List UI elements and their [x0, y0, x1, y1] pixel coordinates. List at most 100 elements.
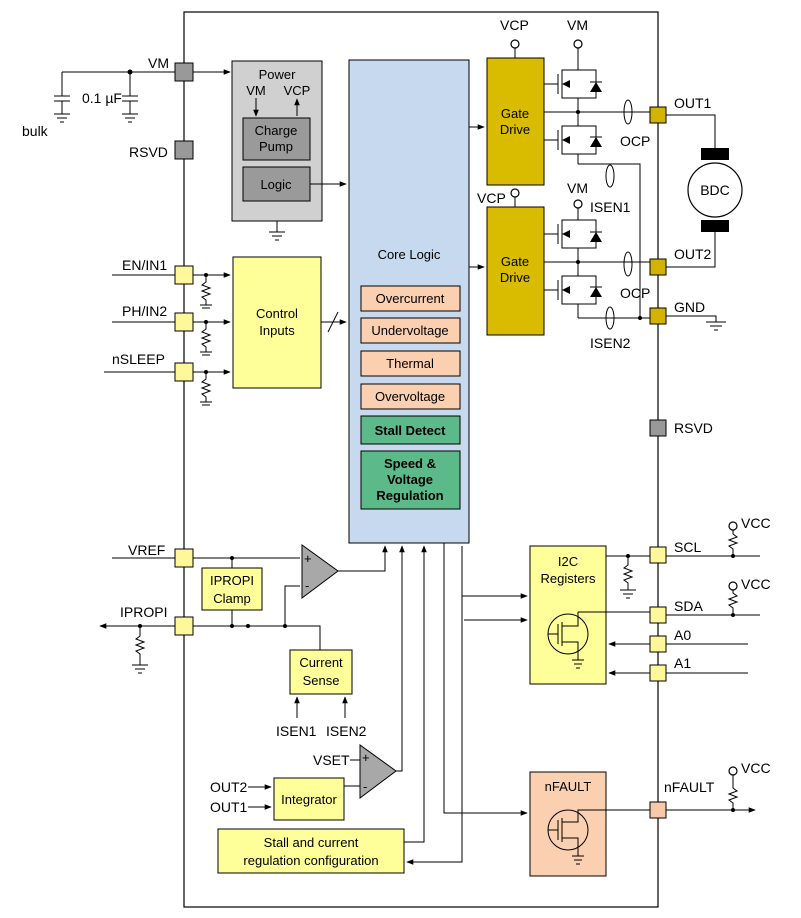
vcp-terminal-2	[510, 188, 520, 198]
nfault-block	[529, 771, 607, 877]
pin-scl	[649, 546, 667, 564]
pin-gnd-label: GND	[674, 299, 705, 315]
pin-scl-label: SCL	[674, 539, 701, 555]
vm-label-2: VM	[567, 180, 588, 196]
vm-terminal-2	[573, 199, 583, 209]
nfault-block-label: nFAULT	[545, 779, 592, 794]
isen2-sense	[605, 306, 615, 330]
ocp-sense-2	[623, 251, 633, 277]
gate-drive-1-block	[486, 57, 545, 186]
speed-line2: Voltage	[387, 472, 433, 487]
pin-rsvd-left	[174, 140, 194, 160]
charge-pump-line2: Pump	[259, 139, 293, 154]
pin-gnd	[649, 307, 667, 325]
nfault-fet	[547, 809, 650, 865]
speed-regulation-block	[360, 450, 461, 510]
pin-a1	[649, 664, 667, 682]
gate-drive-1-line2: Drive	[500, 122, 530, 137]
sda-vcc-label: VCC	[741, 576, 771, 592]
pin-en-in1	[174, 265, 194, 285]
pin-vref-label: VREF	[128, 542, 165, 558]
charge-pump-line1: Charge	[255, 123, 298, 138]
motor-label: BDC	[700, 182, 730, 198]
pin-sda	[649, 606, 667, 624]
logic-block	[242, 166, 311, 202]
pin-rsvd-right	[649, 419, 667, 437]
comp1-minus: -	[305, 578, 309, 593]
pin-vm	[174, 62, 194, 82]
logic-label: Logic	[260, 177, 292, 192]
overvoltage-label: Overvoltage	[375, 389, 445, 404]
pin-a0	[649, 635, 667, 653]
vcp-label-1: VCP	[500, 17, 529, 33]
speed-line3: Regulation	[376, 488, 443, 503]
vm-capacitors	[54, 69, 175, 123]
pin-nfault-label: nFAULT	[664, 779, 715, 795]
scl-pullup	[666, 521, 760, 558]
vm-label-1: VM	[567, 17, 588, 33]
pin-out2-label: OUT2	[674, 246, 712, 262]
cap-value-label: 0.1 µF	[82, 90, 122, 106]
pin-a1-label: A1	[674, 655, 691, 671]
sda-pullup	[666, 581, 760, 617]
vcp-label-2: VCP	[477, 190, 506, 206]
isen1-sense	[605, 164, 615, 188]
overvoltage-block	[360, 383, 461, 410]
bus-slash	[327, 311, 339, 333]
integrator-out2-label: OUT2	[210, 779, 248, 795]
overcurrent-label: Overcurrent	[376, 291, 445, 306]
comp2-plus: +	[362, 750, 370, 765]
isen2-sense-label: ISEN2	[590, 335, 631, 351]
pin-ipropi	[174, 616, 194, 636]
pin-a0-label: A0	[674, 627, 691, 643]
pin-ph-in2-label: PH/IN2	[122, 303, 167, 319]
control-inputs-line2: Inputs	[259, 323, 295, 338]
vcp-terminal-1	[510, 39, 520, 49]
pin-vref	[174, 548, 194, 568]
gate-drive-2-line2: Drive	[500, 270, 530, 285]
undervoltage-block	[360, 317, 461, 344]
pin-en-in1-label: EN/IN1	[122, 257, 167, 273]
pin-rsvd-right-label: RSVD	[674, 420, 713, 436]
cs-isen2-label: ISEN2	[326, 723, 367, 739]
i2c-registers-block	[529, 545, 607, 685]
pin-out1-label: OUT1	[674, 95, 712, 111]
integrator-out1-label: OUT1	[210, 799, 248, 815]
power-vm-label: VM	[246, 83, 266, 98]
nfault-vcc-label: VCC	[741, 760, 771, 776]
comp2-minus: -	[363, 779, 367, 794]
current-sense-line2: Sense	[303, 673, 340, 688]
gate-drive-2-line1: Gate	[501, 254, 529, 269]
pin-rsvd-left-label: RSVD	[129, 144, 168, 160]
bdc-motor	[666, 114, 743, 268]
pin-nfault	[649, 801, 667, 819]
pin-nsleep-label: nSLEEP	[112, 351, 165, 367]
pin-nsleep	[174, 362, 194, 382]
pin-out2	[649, 258, 667, 276]
power-vcp-label: VCP	[284, 83, 311, 98]
gate-drive-2-block	[486, 206, 545, 336]
vm-terminal-1	[573, 39, 583, 49]
gnd-symbol	[666, 315, 726, 331]
charge-pump-block	[242, 117, 311, 161]
current-sense-block	[289, 649, 353, 695]
vset-label: VSET	[313, 752, 350, 768]
pin-ph-in2	[174, 312, 194, 332]
control-inputs-block	[232, 256, 322, 389]
power-ground	[269, 221, 285, 241]
scl-pulldown	[620, 556, 636, 599]
pin-out1	[649, 106, 667, 124]
thermal-label: Thermal	[386, 356, 434, 371]
stall-detect-block	[360, 415, 461, 445]
stall-config-line2: regulation configuration	[243, 853, 378, 868]
undervoltage-label: Undervoltage	[371, 323, 448, 338]
speed-line1: Speed &	[384, 456, 436, 471]
ipropi-clamp-line2: Clamp	[213, 591, 251, 606]
ipropi-resistor	[132, 624, 148, 674]
pin-ipropi-label: IPROPI	[120, 604, 167, 620]
ocp-label-1: OCP	[620, 133, 650, 149]
cs-isen1-label: ISEN1	[276, 723, 317, 739]
integrator-block	[273, 777, 345, 821]
ocp-sense-1	[623, 99, 633, 125]
